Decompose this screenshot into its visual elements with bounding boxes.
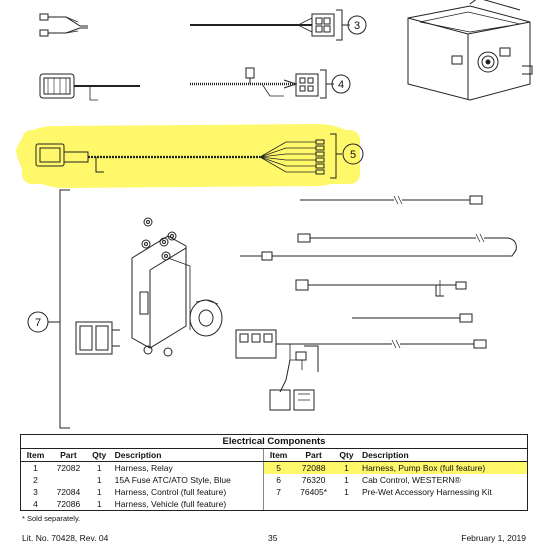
header-item: Item — [21, 449, 51, 462]
cell-description: Pre-Wet Accessory Harnessing Kit — [361, 487, 492, 497]
cell-part — [50, 474, 87, 486]
cell-part: 72082 — [56, 463, 81, 473]
callout-7 — [27, 311, 49, 333]
parts-diagram: 3 4 5 7 — [16, 0, 533, 429]
cell-item: 4 — [33, 499, 38, 509]
cell-description: Harness, Relay — [114, 463, 173, 473]
electrical-components-table: Electrical Components Item Part Qty Desc… — [20, 434, 528, 511]
cell-item — [263, 498, 294, 510]
cell-description: 15A Fuse ATC/ATO Style, Blue — [114, 475, 231, 485]
cell-item: 3 — [33, 487, 38, 497]
header-part: Part — [293, 449, 334, 462]
table-row: 4 72086 1 Harness, Vehicle (full feature… — [21, 498, 527, 510]
header-description: Description — [111, 449, 264, 462]
header-qty: Qty — [86, 449, 112, 462]
callout-5-label: 5 — [350, 149, 356, 161]
mounting-bracket-drawing — [131, 217, 191, 349]
header-qty: Qty — [333, 449, 359, 462]
cell-qty: 1 — [96, 475, 102, 485]
table-title: Electrical Components — [21, 435, 527, 449]
pre-wet-harness-5 — [235, 329, 487, 411]
vehicle-harness-drawing — [190, 67, 334, 99]
cell-qty — [334, 498, 359, 510]
callout-3-label: 3 — [354, 20, 360, 32]
cell-item: 7 — [263, 486, 294, 498]
pump-box-harness-drawing — [35, 133, 342, 179]
table-row: 3 72084 1 Harness, Control (full feature… — [21, 486, 527, 498]
cell-item: 1 — [33, 463, 38, 473]
cell-item: 2 — [33, 475, 38, 485]
cell-part: 76320 — [301, 475, 326, 485]
cell-description: Harness, Pump Box (full feature) — [358, 461, 527, 474]
cell-qty: 1 — [96, 463, 102, 473]
control-harness-drawing — [190, 9, 350, 41]
page-number: 35 — [268, 533, 278, 543]
pre-wet-harness-3 — [295, 279, 467, 297]
table-row: 1 72082 1 Harness, Relay 5 72088 1 Harne… — [21, 461, 527, 474]
cell-description: Harness, Control (full feature) — [114, 487, 227, 497]
pre-wet-harness-2 — [240, 233, 517, 261]
pigtail-plug-drawing — [39, 73, 140, 101]
kit-bracket-line — [48, 189, 70, 429]
cell-qty: 1 — [333, 461, 359, 474]
grommet-drawing — [189, 299, 223, 337]
cell-description: Harness, Vehicle (full feature) — [114, 499, 227, 509]
cell-description — [359, 498, 527, 510]
cell-qty: 1 — [96, 499, 102, 509]
literature-number: Lit. No. 70428, Rev. 04 — [22, 533, 109, 543]
cell-part: 72088 — [293, 461, 334, 474]
rocker-switch-drawing — [75, 321, 173, 357]
cell-part — [293, 498, 334, 510]
header-description: Description — [358, 449, 527, 462]
publication-date: February 1, 2019 — [461, 533, 526, 543]
callout-4 — [331, 74, 351, 94]
cell-qty: 1 — [344, 487, 349, 497]
sold-separately-footnote: * Sold separately. — [22, 514, 81, 523]
callout-3 — [347, 15, 367, 35]
cell-item: 5 — [263, 461, 294, 474]
table-header-row: Item Part Qty Description Item Part Qty … — [21, 449, 527, 462]
table-row: 2 1 15A Fuse ATC/ATO Style, Blue 6 76320… — [21, 474, 527, 486]
pump-box-drawing — [407, 0, 533, 101]
cell-qty: 1 — [96, 487, 102, 497]
cell-part: 72084 — [56, 487, 81, 497]
cell-part: 72086 — [56, 499, 81, 509]
header-part: Part — [50, 449, 87, 462]
callout-4-label: 4 — [338, 79, 344, 91]
pre-wet-harness-1 — [300, 195, 483, 205]
cell-description: Cab Control, WESTERN® — [361, 475, 461, 485]
relay-harness-drawing — [39, 13, 88, 37]
pre-wet-harness-4 — [352, 313, 473, 323]
cell-qty: 1 — [344, 475, 349, 485]
callout-5 — [342, 143, 364, 165]
header-item: Item — [263, 449, 294, 462]
cell-part: 76405* — [300, 487, 328, 497]
cell-item: 6 — [263, 474, 294, 486]
callout-7-label: 7 — [35, 317, 41, 329]
